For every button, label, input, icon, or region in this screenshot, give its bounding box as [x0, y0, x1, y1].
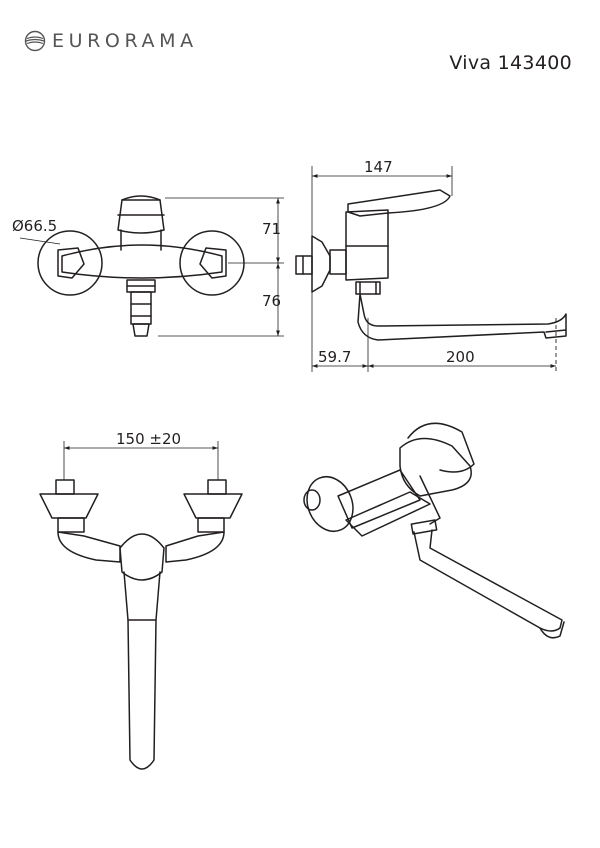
right-inlet-connector [207, 479, 227, 495]
ring-logo-icon [24, 30, 46, 52]
top-view [39, 441, 243, 770]
height-lower-label: 76 [262, 292, 281, 310]
top-lever [119, 533, 165, 581]
brand-name: EURORAMA [52, 30, 198, 52]
model-title: Viva 143400 [449, 52, 572, 74]
brand-logo: EURORAMA [24, 30, 198, 52]
spout-length-label: 200 [446, 348, 475, 366]
centers-label: 150 ±20 [116, 430, 181, 448]
side-wall-flange [311, 235, 331, 293]
isometric-view [303, 422, 565, 639]
side-connector [295, 255, 313, 275]
left-top-flange [39, 493, 99, 519]
iso-spout [413, 529, 563, 632]
wall-offset-label: 59.7 [318, 348, 351, 366]
side-spout [357, 293, 567, 341]
side-body [345, 209, 389, 281]
left-inlet-connector [55, 479, 75, 495]
spout-depth-label: 147 [364, 158, 393, 176]
right-top-flange [183, 493, 243, 519]
side-lever [347, 189, 451, 217]
diameter-label: Ø66.5 [12, 217, 57, 235]
top-spout [127, 619, 157, 770]
height-upper-label: 71 [262, 220, 281, 238]
iso-body [345, 491, 431, 537]
lever-handle [117, 199, 165, 234]
side-spout-nut [355, 281, 381, 295]
iso-lever [407, 422, 475, 473]
iso-wall-flange [306, 476, 354, 532]
mixer-body [61, 244, 223, 279]
side-view [295, 166, 567, 372]
front-view [19, 195, 284, 337]
left-wall-flange [37, 230, 103, 296]
spout-outlet [130, 291, 152, 325]
